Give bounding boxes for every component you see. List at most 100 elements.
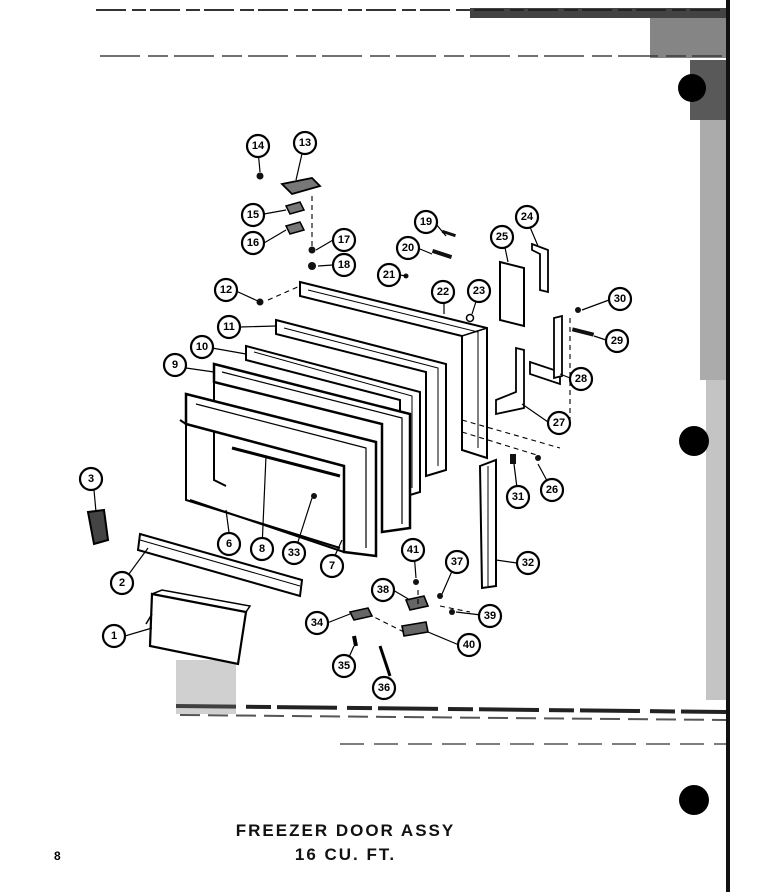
svg-text:38: 38: [377, 584, 389, 596]
callout-32: 32: [515, 550, 541, 576]
callout-38: 38: [370, 577, 396, 603]
svg-text:6: 6: [226, 538, 232, 550]
svg-text:9: 9: [172, 359, 178, 371]
svg-text:29: 29: [611, 335, 623, 347]
callout-20: 20: [395, 235, 421, 261]
door-panels: [86, 177, 563, 677]
svg-text:33: 33: [288, 547, 300, 559]
svg-text:12: 12: [220, 284, 232, 296]
fasteners: [256, 172, 595, 615]
svg-text:27: 27: [553, 417, 565, 429]
callout-12: 12: [213, 277, 239, 303]
door-shelf-rail: [136, 532, 304, 598]
svg-text:21: 21: [383, 269, 395, 281]
callout-2: 2: [109, 570, 135, 596]
hinge-pin-plate: [348, 607, 374, 621]
callout-21: 21: [376, 262, 402, 288]
callout-33: 33: [281, 540, 307, 566]
svg-text:39: 39: [484, 610, 496, 622]
lower-bracket: [495, 346, 525, 416]
callout-39: 39: [477, 603, 503, 629]
svg-text:25: 25: [496, 231, 508, 243]
svg-text:19: 19: [420, 216, 432, 228]
leader-lines: [93, 144, 610, 686]
svg-text:14: 14: [252, 140, 265, 152]
svg-text:36: 36: [378, 682, 390, 694]
handle-plate: [499, 260, 525, 328]
callout-16: 16: [240, 230, 266, 256]
callout-13: 13: [292, 130, 318, 156]
screw-35: [352, 635, 358, 647]
hinge-shim-16: [284, 221, 306, 235]
callout-27: 27: [546, 410, 572, 436]
svg-text:35: 35: [338, 660, 350, 672]
svg-text:18: 18: [338, 259, 350, 271]
svg-text:40: 40: [463, 639, 475, 651]
svg-text:8: 8: [259, 543, 265, 555]
bottom-hinge: [404, 595, 430, 611]
callout-22: 22: [430, 279, 456, 305]
diagram-subtitle: 16 CU. FT.: [294, 845, 397, 864]
top-hinge: [280, 177, 322, 196]
callout-26: 26: [539, 477, 565, 503]
callout-35: 35: [331, 653, 357, 679]
callout-14: 14: [245, 133, 271, 159]
callout-11: 11: [216, 314, 242, 340]
svg-text:10: 10: [196, 341, 208, 353]
scan-artifacts: [96, 0, 771, 892]
svg-text:3: 3: [88, 473, 94, 485]
svg-text:32: 32: [522, 557, 534, 569]
callout-6: 6: [216, 531, 242, 557]
callout-25: 25: [489, 224, 515, 250]
callout-36: 36: [371, 675, 397, 701]
hinge-bracket: [529, 360, 561, 386]
svg-text:31: 31: [512, 491, 524, 503]
callout-40: 40: [456, 632, 482, 658]
svg-text:7: 7: [329, 560, 335, 572]
svg-text:2: 2: [119, 577, 125, 589]
callout-24: 24: [514, 204, 540, 230]
callout-34: 34: [304, 610, 330, 636]
svg-text:23: 23: [473, 285, 485, 297]
callout-19: 19: [413, 209, 439, 235]
callout-8: 8: [249, 536, 275, 562]
svg-text:17: 17: [338, 234, 350, 246]
svg-text:16: 16: [247, 237, 259, 249]
callout-31: 31: [505, 484, 531, 510]
callout-7: 7: [319, 553, 345, 579]
svg-text:24: 24: [521, 211, 534, 223]
callout-18: 18: [331, 252, 357, 278]
callout-group: 1 2 3 6 8 33 7 9 10 11 12 13 14 15 16 17…: [78, 130, 633, 701]
cam-bracket: [401, 621, 429, 637]
callout-37: 37: [444, 549, 470, 575]
callout-30: 30: [607, 286, 633, 312]
door-bin: [148, 592, 248, 666]
svg-text:20: 20: [402, 242, 414, 254]
door-handle: [531, 242, 549, 294]
svg-text:28: 28: [575, 373, 587, 385]
svg-text:1: 1: [111, 630, 117, 642]
bin-clip: [86, 508, 110, 546]
callout-9: 9: [162, 352, 188, 378]
callout-28: 28: [568, 366, 594, 392]
svg-text:30: 30: [614, 293, 626, 305]
svg-text:26: 26: [546, 484, 558, 496]
diagram-title: FREEZER DOOR ASSY: [235, 821, 456, 840]
callout-1: 1: [101, 623, 127, 649]
svg-text:41: 41: [407, 544, 419, 556]
hinge-pin: [378, 645, 392, 677]
callout-3: 3: [78, 466, 104, 492]
svg-text:11: 11: [223, 321, 235, 333]
svg-text:34: 34: [311, 617, 324, 629]
callout-15: 15: [240, 202, 266, 228]
hinge-shim-15: [284, 201, 306, 215]
page-number: 8: [54, 849, 61, 863]
callout-23: 23: [466, 278, 492, 304]
callout-17: 17: [331, 227, 357, 253]
callout-41: 41: [400, 537, 426, 563]
callout-10: 10: [189, 334, 215, 360]
svg-text:22: 22: [437, 286, 449, 298]
callout-29: 29: [604, 328, 630, 354]
svg-text:15: 15: [247, 209, 259, 221]
